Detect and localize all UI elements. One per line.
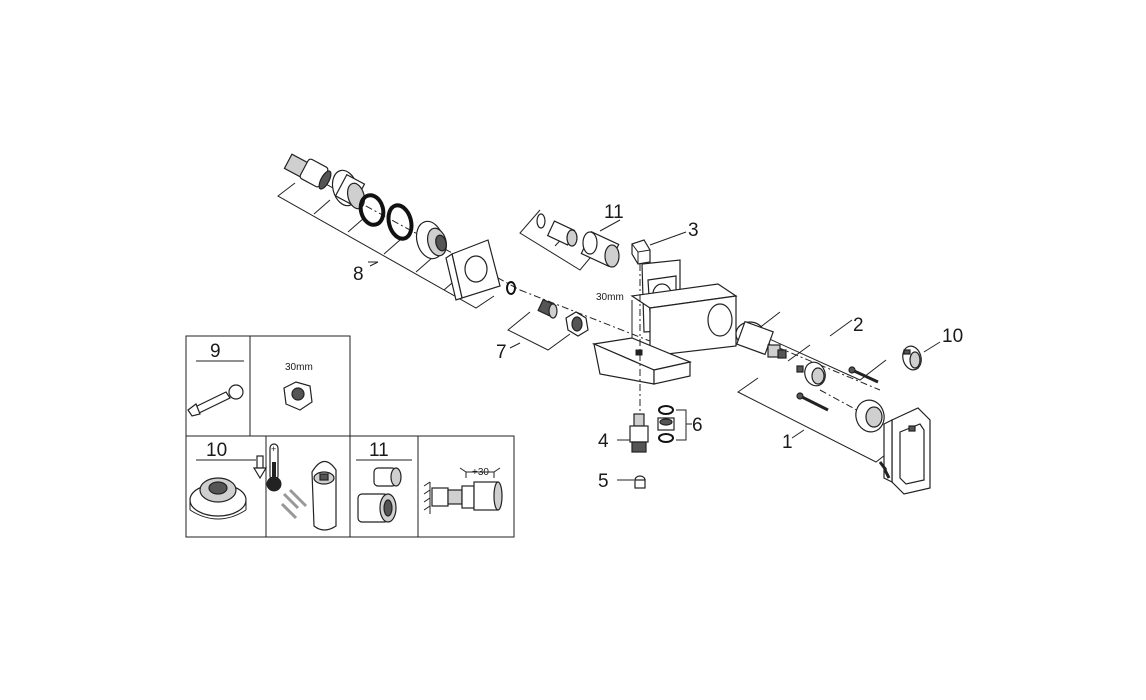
water-spray-icon bbox=[280, 488, 308, 520]
callout-4: 4 bbox=[598, 431, 609, 452]
pipe-fitting-icon bbox=[431, 481, 503, 511]
part-group-1: 1 bbox=[737, 377, 931, 495]
callout-7: 7 bbox=[496, 342, 507, 363]
o-ring-part bbox=[358, 193, 386, 227]
legend-cell-extension: +30 bbox=[423, 467, 503, 514]
extension-piece-part bbox=[546, 220, 578, 247]
extension-sleeve-part bbox=[580, 230, 620, 268]
callout-5: 5 bbox=[598, 471, 609, 492]
part-group-2: 2 bbox=[735, 311, 887, 412]
retaining-ring-part bbox=[796, 361, 826, 387]
cartridge-part: 4 bbox=[598, 413, 649, 453]
callout-2: 2 bbox=[853, 315, 864, 336]
callout-8: 8 bbox=[353, 264, 364, 285]
callout-3: 3 bbox=[688, 220, 699, 241]
fixing-screw-part bbox=[796, 366, 879, 412]
wrench-size-label: 30mm bbox=[596, 292, 624, 303]
adapter-part: 10 bbox=[902, 326, 963, 371]
screw-part: 5 bbox=[598, 471, 646, 492]
wall-hatch-icon bbox=[423, 481, 431, 514]
extension-set-icon bbox=[357, 467, 402, 523]
callout-10: 10 bbox=[942, 326, 963, 347]
wrench-icon bbox=[187, 384, 244, 417]
cap-part: 3 bbox=[631, 220, 699, 440]
callout-1: 1 bbox=[782, 432, 793, 453]
handle-sleeve-part bbox=[855, 399, 885, 433]
callout-6: 6 bbox=[692, 415, 703, 436]
lever-handle-icon bbox=[311, 460, 337, 531]
svg-text:+: + bbox=[271, 444, 276, 454]
legend-nut-size: 30mm bbox=[285, 362, 313, 373]
legend-cell-9: 9 bbox=[187, 341, 244, 417]
legend-cell-10: 10 bbox=[189, 440, 256, 520]
legend-cell-temperature: + bbox=[252, 443, 337, 531]
part-group-8: 8 bbox=[277, 153, 521, 309]
washer-part bbox=[506, 281, 516, 295]
callout-11: 11 bbox=[604, 202, 624, 223]
thermometer-icon: + bbox=[266, 443, 282, 492]
check-valve-part bbox=[537, 298, 558, 319]
part-group-11: 11 bbox=[519, 202, 661, 346]
mixer-body-part bbox=[591, 259, 738, 385]
eccentric-part bbox=[331, 169, 366, 210]
part-group-7: 7 bbox=[496, 298, 589, 363]
o-ring-part bbox=[386, 203, 414, 241]
hex-nut-part bbox=[565, 311, 589, 337]
hex-nut-icon bbox=[283, 381, 313, 411]
legend-number-11: 11 bbox=[369, 440, 389, 461]
arrow-down-icon bbox=[252, 455, 268, 480]
seal-set-part: 6 bbox=[657, 405, 703, 443]
threaded-connector-part bbox=[283, 153, 332, 190]
adapter-icon bbox=[189, 477, 247, 520]
union-nut-part bbox=[415, 220, 448, 260]
legend-cell-11: 11 bbox=[356, 440, 412, 523]
legend-number-9: 9 bbox=[210, 341, 221, 362]
mixing-cartridge-part bbox=[735, 320, 787, 359]
legend-cell-nut-size: 30mm bbox=[283, 362, 313, 411]
lever-handle-part bbox=[883, 407, 931, 495]
legend-number-10: 10 bbox=[206, 440, 227, 461]
square-rosette-part bbox=[445, 239, 501, 301]
instruction-legend: 9 30mm 10 bbox=[185, 335, 515, 538]
